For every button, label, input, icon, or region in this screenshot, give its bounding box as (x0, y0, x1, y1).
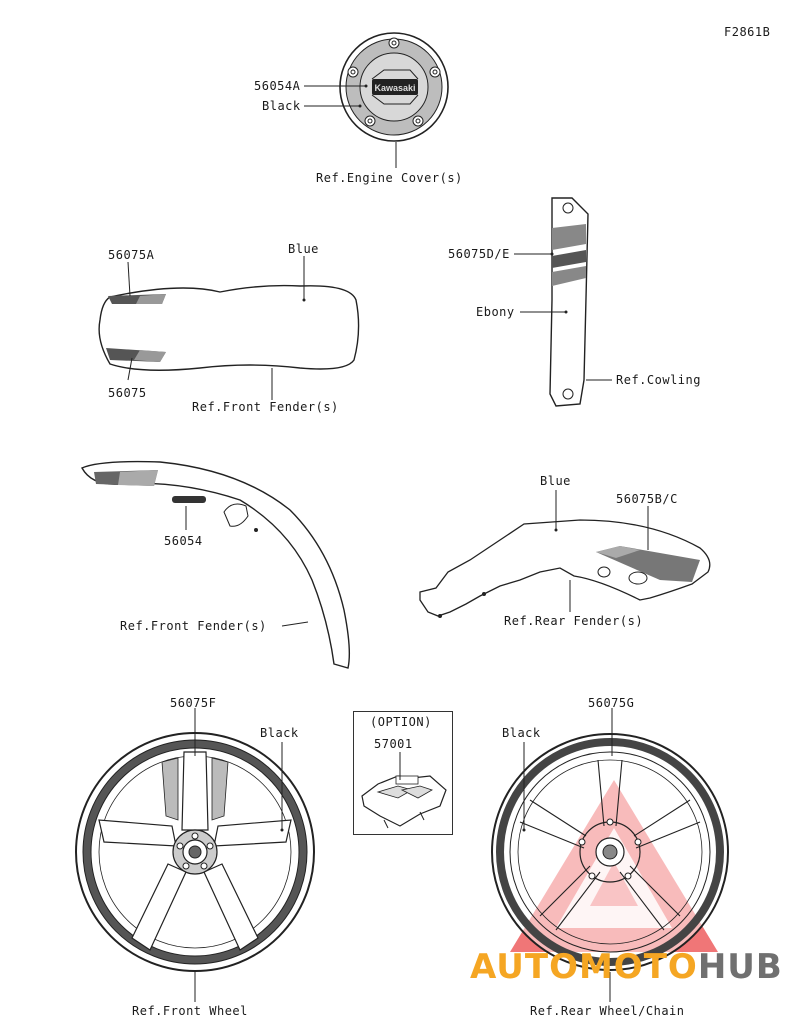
fender-side-part-number: 56054 (164, 534, 203, 548)
rear-wheel-drawing (491, 733, 729, 971)
watermark-part2: HUB (697, 947, 783, 987)
rear-wheel-ref: Ref.Rear Wheel/Chain (530, 1004, 685, 1018)
cowl-part-number: 56075D/E (448, 247, 510, 261)
fender-top-color: Blue (288, 242, 319, 256)
engine-color-label: Black (262, 99, 301, 113)
engine-part-number: 56054A (254, 79, 301, 93)
fender-top-part-a: 56075A (108, 248, 155, 262)
front-wheel-ref: Ref.Front Wheel (132, 1004, 248, 1018)
watermark-text: AUTOMOTOHUB (470, 950, 783, 984)
engine-cover-drawing: Kawasaki (339, 32, 449, 142)
cowl-ref-label: Ref.Cowling (616, 373, 701, 387)
emblem-text: Kawasaki (374, 83, 415, 93)
rear-wheel-color: Black (502, 726, 541, 740)
front-wheel-color: Black (260, 726, 299, 740)
option-part-number: 57001 (374, 737, 413, 751)
front-fender-side-drawing (81, 460, 351, 669)
engine-ref-label: Ref.Engine Cover(s) (316, 171, 463, 185)
rear-fender-color: Blue (540, 474, 571, 488)
leader-lines (127, 85, 649, 1002)
figure-code: F2861B (724, 25, 771, 39)
watermark-part1: AUTOMOTO (470, 947, 698, 987)
option-label: (OPTION) (370, 715, 432, 729)
rear-fender-part-number: 56075B/C (616, 492, 678, 506)
cowling-drawing (549, 197, 589, 407)
fender-top-part: 56075 (108, 386, 147, 400)
cowl-color-label: Ebony (476, 305, 515, 319)
option-stand-drawing (361, 775, 447, 829)
rear-wheel-part-number: 56075G (588, 696, 635, 710)
fender-top-ref: Ref.Front Fender(s) (192, 400, 339, 414)
front-wheel-part-number: 56075F (170, 696, 217, 710)
fender-side-ref: Ref.Front Fender(s) (120, 619, 267, 633)
rear-fender-ref: Ref.Rear Fender(s) (504, 614, 644, 628)
option-box (353, 711, 453, 835)
leader-points (280, 84, 568, 832)
front-fender-top-drawing (98, 284, 360, 371)
front-wheel-drawing (75, 732, 315, 972)
rear-fender-drawing (419, 519, 711, 618)
